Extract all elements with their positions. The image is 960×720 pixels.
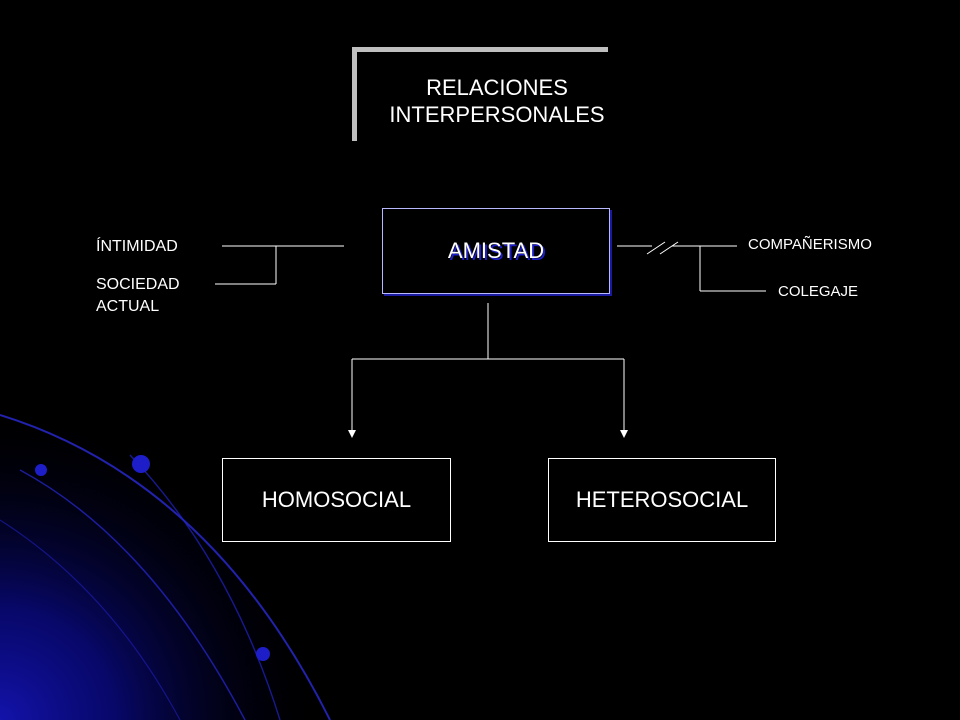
swoosh-arc-4 (129, 454, 281, 720)
homosocial-node: HOMOSOCIAL (222, 458, 451, 542)
homosocial-label: HOMOSOCIAL (261, 487, 412, 512)
blue-swoosh-shape (0, 400, 330, 720)
break-mark-1 (646, 241, 666, 255)
label-companerismo: COMPAÑERISMO (748, 236, 872, 253)
decor-dot-3 (256, 647, 270, 661)
heterosocial-label: HETEROSOCIAL (575, 487, 749, 512)
decor-dot-1 (132, 455, 150, 473)
swoosh-arc-inner (19, 469, 246, 720)
swoosh-arc-3 (0, 519, 181, 720)
break-mark-2 (659, 241, 679, 255)
arrow-head-homosocial (348, 430, 356, 438)
page-title: RELACIONES INTERPERSONALES (389, 75, 605, 127)
label-sociedad-actual: SOCIEDAD ACTUAL (96, 276, 180, 315)
arrow-head-heterosocial (620, 430, 628, 438)
title-bracket (352, 47, 608, 141)
decor-dot-2 (35, 464, 47, 476)
swoosh-arc-outer (0, 414, 331, 720)
label-intimidad: ÍNTIMIDAD (96, 238, 178, 255)
label-colegaje: COLEGAJE (778, 283, 859, 300)
amistad-label: AMISTAD (447, 238, 545, 263)
heterosocial-node: HETEROSOCIAL (548, 458, 776, 542)
amistad-node: AMISTAD (382, 208, 610, 294)
